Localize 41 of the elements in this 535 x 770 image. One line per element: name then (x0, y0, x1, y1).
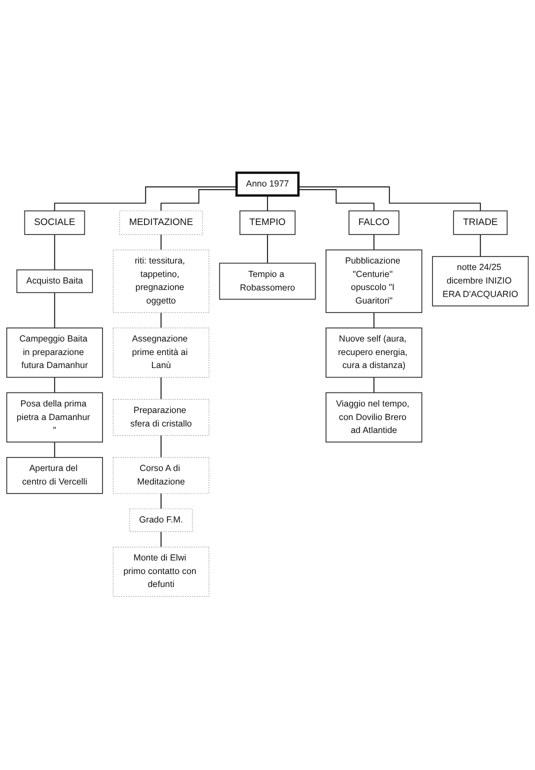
node-box: notte 24/25 dicembre INIZIO ERA D'ACQUARIO (432, 256, 529, 307)
node-box: Preparazione sfera di cristallo (112, 399, 210, 436)
node-box: Viaggio nel tempo, con Dovilio Brero ad Atlantide (326, 392, 422, 443)
node-box: Corso A di Meditazione (112, 458, 210, 494)
node-box: FALCO (348, 210, 400, 236)
connector (267, 195, 268, 212)
node-box: Apertura del centro di Vercelli (6, 457, 103, 494)
connector (298, 186, 481, 212)
node-box: Anno 1977 (235, 172, 300, 198)
node-box: TEMPIO (239, 210, 296, 236)
connector (373, 377, 374, 394)
connector (54, 234, 56, 271)
connector (373, 234, 374, 251)
node-box: riti: tessitura, tappetino, pregnazione oggetto (112, 250, 210, 314)
node-box: SOCIALE (24, 210, 86, 236)
connector (160, 377, 162, 400)
node-box: Tempio a Robassomero (219, 263, 316, 300)
node-box: TRIADE (453, 210, 508, 236)
node-box: Posa della prima pietra a Damanhur " (6, 392, 103, 443)
connector (480, 234, 481, 258)
connector (54, 377, 56, 394)
connector (54, 186, 238, 212)
node-box: MEDITAZIONE (119, 211, 203, 236)
connector (373, 312, 374, 329)
node-box: Pubblicazione "Centurie" opuscolo "I Guaritori" (326, 250, 422, 314)
connector (160, 234, 162, 251)
connector (160, 493, 162, 510)
connector (160, 190, 238, 212)
connector (298, 190, 374, 212)
connector (160, 312, 162, 329)
node-box: Acquisto Baita (16, 270, 93, 294)
connector (267, 234, 268, 264)
connector (54, 442, 56, 458)
node-box: Nuove self (aura, recupero energia, cura a distanza) (326, 328, 422, 378)
node-box: Monte di Elwi primo contatto con defunti (112, 547, 210, 598)
node-box: Grado F.M. (129, 509, 193, 532)
connector (54, 292, 56, 329)
node-box: Assegnazione prime entità ai Lanù (112, 328, 210, 378)
node-box: Campeggio Baita in preparazione futura Damanhur (6, 328, 103, 378)
connector (160, 435, 162, 458)
connector (160, 532, 162, 548)
